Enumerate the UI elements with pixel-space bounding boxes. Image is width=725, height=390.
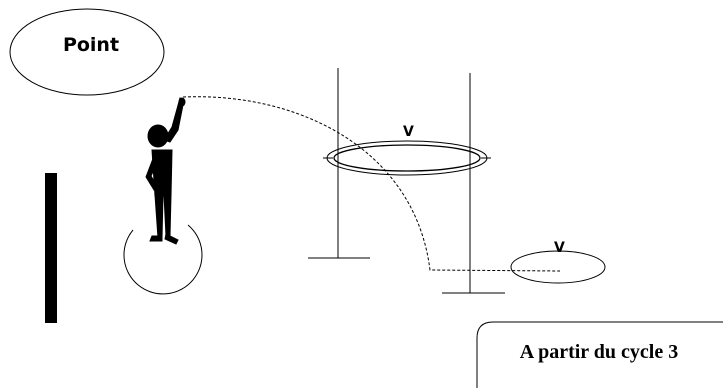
hoop-ring-inner [333, 144, 481, 172]
trajectory-path [182, 96, 561, 272]
vertical-bar [45, 173, 57, 323]
target-mark: V [554, 240, 565, 256]
landing-target [510, 250, 606, 284]
point-label: Point [62, 34, 120, 56]
cycle-label: A partir du cycle 3 [519, 341, 679, 363]
hoop-ring-outer [326, 140, 488, 176]
hoop-mark: V [403, 124, 414, 140]
point-bubble [9, 8, 165, 96]
thrower-circle [123, 224, 203, 295]
thrower-figure [145, 97, 186, 245]
cycle-box [476, 321, 723, 388]
